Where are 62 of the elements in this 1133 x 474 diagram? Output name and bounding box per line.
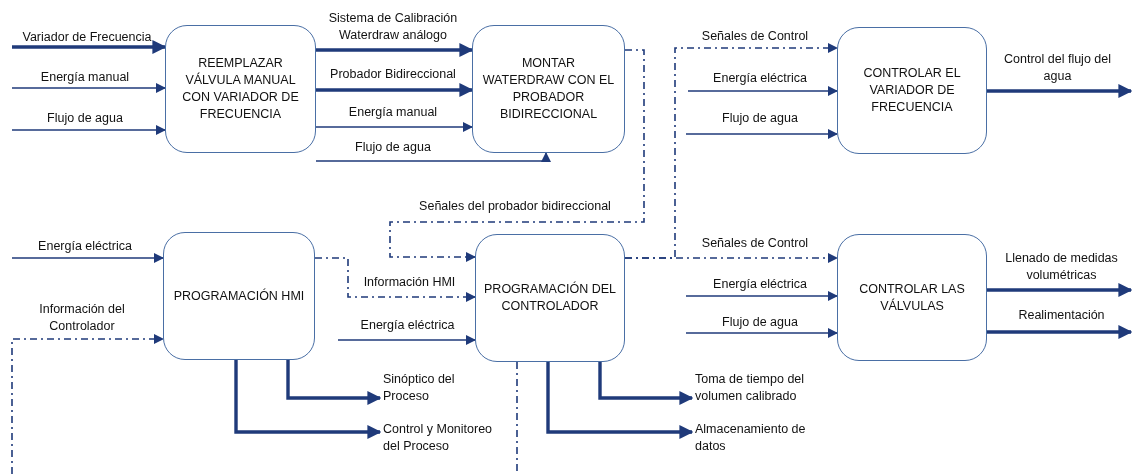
arrow	[685, 291, 838, 301]
edge-label: Flujo de agua	[721, 314, 799, 331]
process-label: CONTROLAR LAS VÁLVULAS	[858, 280, 966, 315]
process-box	[837, 234, 987, 361]
arrow	[11, 334, 164, 474]
edge-label: Llenado de medidas volumétricas	[1004, 250, 1119, 284]
arrow	[315, 152, 551, 162]
edge-label: Energía eléctrica	[712, 276, 808, 293]
process-label: CONTROLAR EL VARIADOR DE FRECUENCIA	[862, 65, 962, 116]
process-box	[163, 232, 315, 360]
edge-label: Información del Controlador	[38, 301, 126, 335]
edge-label: Señales de Control	[700, 28, 810, 45]
process-box	[837, 27, 987, 154]
arrow	[11, 125, 166, 135]
arrow	[685, 129, 838, 139]
edge-label: Variador de Frecuencia	[21, 29, 153, 46]
process-label: REEMPLAZAR VÁLVULA MANUAL CON VARIADOR DE FRECUENCIA	[181, 55, 300, 123]
process-box	[472, 25, 625, 153]
arrow	[314, 257, 476, 302]
output-label: Toma de tiempo del volumen calibrado	[695, 371, 830, 405]
process-box	[475, 234, 625, 362]
process-box	[165, 25, 316, 153]
arrow	[685, 328, 838, 338]
edge-label: Sistema de Calibración Waterdraw análogo	[327, 10, 459, 44]
edge-label: Realimentación	[1017, 307, 1106, 324]
arrow	[987, 325, 1133, 339]
arrow	[987, 283, 1133, 297]
output-label: Sinóptico del Proceso	[383, 371, 503, 405]
process-label: PROGRAMACIÓN HMI	[172, 287, 306, 305]
arrow	[286, 360, 382, 405]
output-label: Control y Monitoreo del Proceso	[383, 421, 507, 455]
arrow	[987, 84, 1133, 98]
edge-label: Señales del probador bidireccional	[418, 198, 612, 215]
arrow	[337, 335, 476, 345]
edge-label: Flujo de agua	[46, 110, 124, 127]
arrow	[316, 43, 474, 57]
arrow	[315, 122, 473, 132]
edge-label: Energía eléctrica	[712, 70, 808, 87]
edge-label: Información HMI	[362, 274, 457, 291]
arrow	[11, 83, 166, 93]
arrow	[389, 49, 645, 262]
arrow	[687, 86, 838, 96]
arrow	[546, 362, 694, 439]
edge-label: Energía eléctrica	[359, 317, 456, 334]
edge-label: Señales de Control	[700, 235, 810, 252]
edge-label: Control del flujo del agua	[1003, 51, 1112, 85]
output-label: Almacenamiento de datos	[695, 421, 830, 455]
process-label: MONTAR WATERDRAW CON EL PROBADOR BIDIRECCIONAL	[481, 55, 616, 123]
edge-label: Flujo de agua	[721, 110, 799, 127]
arrow	[234, 360, 382, 439]
arrow	[11, 253, 164, 263]
arrow	[624, 253, 838, 263]
edge-label: Energía manual	[39, 69, 131, 86]
edge-label: Energía manual	[347, 104, 439, 121]
process-label: PROGRAMACIÓN DEL CONTROLADOR	[483, 281, 617, 315]
edge-label: Flujo de agua	[354, 139, 432, 156]
arrow	[316, 83, 474, 97]
edge-label: Probador Bidireccional	[329, 66, 457, 83]
connector-line	[516, 361, 518, 474]
arrow	[598, 362, 694, 405]
edge-label: Energía eléctrica	[37, 238, 133, 255]
arrow	[12, 40, 167, 54]
